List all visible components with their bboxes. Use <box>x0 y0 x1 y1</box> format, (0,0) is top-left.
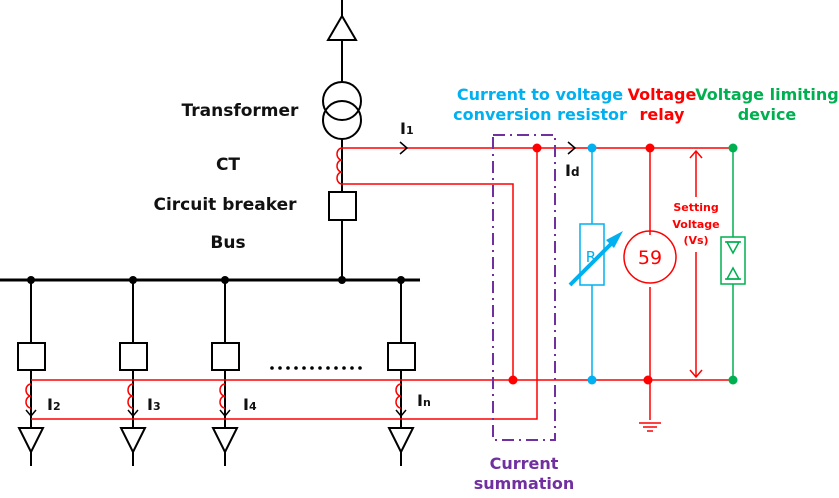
limiter-label-line1: Voltage limiting <box>695 85 838 104</box>
junction-dot <box>643 375 653 385</box>
junction-dot <box>645 143 655 153</box>
feeder-breaker-icon <box>17 342 46 371</box>
arrow-down-icon <box>127 409 139 418</box>
current-summation-box <box>492 134 556 441</box>
current-i2-label: I2 <box>47 395 61 414</box>
relay-label-line2: relay <box>640 105 686 124</box>
feeder-breaker-icon <box>119 342 148 371</box>
main-circuit-breaker-icon <box>328 191 357 221</box>
arrow-right-icon <box>399 141 409 155</box>
load-triangle-icon <box>387 427 415 455</box>
setting-voltage-line3: (Vs) <box>683 234 708 247</box>
junction-dot <box>587 375 597 385</box>
limiter-box-icon <box>720 236 746 285</box>
arrow-down-icon <box>395 409 407 418</box>
feeder-breaker-icon <box>387 342 416 371</box>
arrow-down-icon <box>25 409 37 418</box>
feeder-breaker-icon <box>211 342 240 371</box>
feeders <box>17 280 416 466</box>
variable-arrow-icon <box>568 237 618 287</box>
setting-voltage-line2: Voltage <box>672 218 719 231</box>
junction-dot <box>508 375 518 385</box>
summation-label-line1: Current <box>490 454 559 473</box>
feeder-current-arrows <box>25 409 407 418</box>
feeder-ct-coil-icon <box>219 383 226 409</box>
voltage-limiting-device <box>720 148 746 380</box>
current-id-label: Id <box>565 161 580 180</box>
resistor-symbol: R <box>586 248 596 266</box>
junction-dot <box>587 143 597 153</box>
feeder-n <box>387 280 416 466</box>
junction-dot <box>728 375 738 385</box>
conversion-resistor <box>568 148 623 380</box>
feeder-ct-coil-icon <box>395 383 402 409</box>
resistor-label-line2: conversion resistor <box>453 105 627 124</box>
ct-label: CT <box>216 155 240 175</box>
voltage-relay-59-icon <box>623 230 677 284</box>
resistor-label-line1: Current to voltage <box>457 85 623 104</box>
setting-voltage-line1: Setting <box>673 201 718 214</box>
arrow-down-icon <box>219 409 231 418</box>
feeder-ct-coil-icon <box>127 383 134 409</box>
current-i4-label: I4 <box>243 395 257 414</box>
feeder-4 <box>211 280 240 466</box>
feeder-3 <box>119 280 148 466</box>
power-circuit <box>0 0 420 282</box>
source-triangle-icon <box>326 14 358 41</box>
current-i3-label: I3 <box>147 395 161 414</box>
current-i1-label: I1 <box>400 119 414 138</box>
ct-return-wire <box>342 183 514 380</box>
arrow-right-icon <box>567 141 577 155</box>
limiter-label-line2: device <box>738 105 797 124</box>
main-ct-coil-icon <box>336 147 343 185</box>
junction-dot <box>532 143 542 153</box>
feeder-2 <box>17 280 46 466</box>
transformer-label: Transformer <box>182 101 300 121</box>
arrow-up-icon <box>689 149 703 159</box>
feeder-ct-return-wire <box>31 148 538 420</box>
summation-label-line2: summation <box>474 474 575 493</box>
load-triangle-icon <box>17 427 45 455</box>
feeder-ct-coil-icon <box>25 383 32 409</box>
bus-junction-dot <box>338 276 346 284</box>
arrow-down-icon <box>689 369 703 379</box>
junction-dot <box>728 143 738 153</box>
relay-label-line1: Voltage <box>628 85 697 104</box>
relay-number: 59 <box>638 247 662 269</box>
circuit-breaker-label: Circuit breaker <box>153 195 297 215</box>
load-triangle-icon <box>119 427 147 455</box>
transformer-primary-winding-icon <box>322 81 362 121</box>
more-feeders-ellipsis <box>270 366 362 370</box>
load-triangle-icon <box>211 427 239 455</box>
current-in-label: In <box>417 391 431 410</box>
bus-label: Bus <box>210 233 245 253</box>
